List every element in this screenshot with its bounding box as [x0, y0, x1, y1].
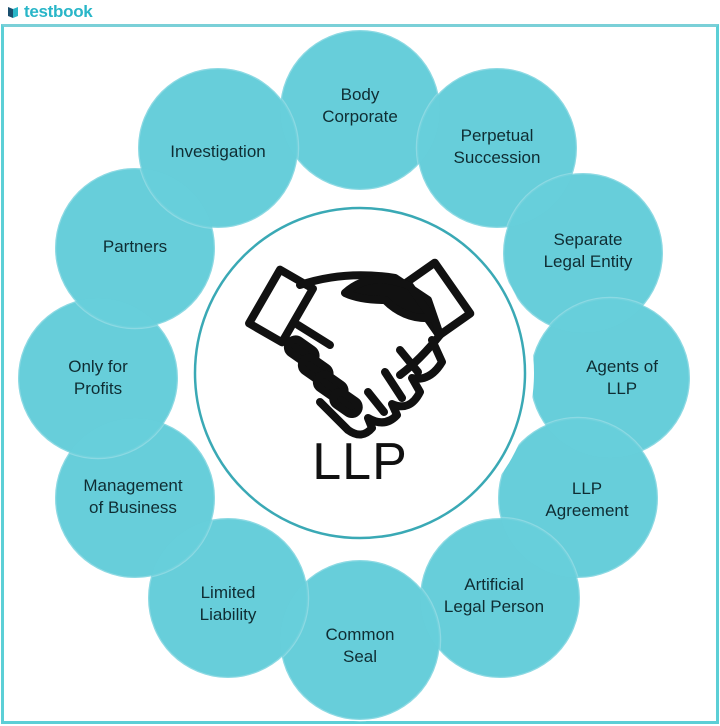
diagram-frame: [1, 24, 719, 724]
feature-partners: Partners: [102, 237, 168, 256]
book-icon: [8, 7, 18, 18]
brand-logo: testbook: [6, 2, 93, 22]
brand-name: testbook: [24, 2, 93, 21]
center-label: LLP: [312, 433, 408, 491]
handshake-icon: [245, 258, 475, 439]
feature-investigation: Investigation: [170, 142, 266, 161]
